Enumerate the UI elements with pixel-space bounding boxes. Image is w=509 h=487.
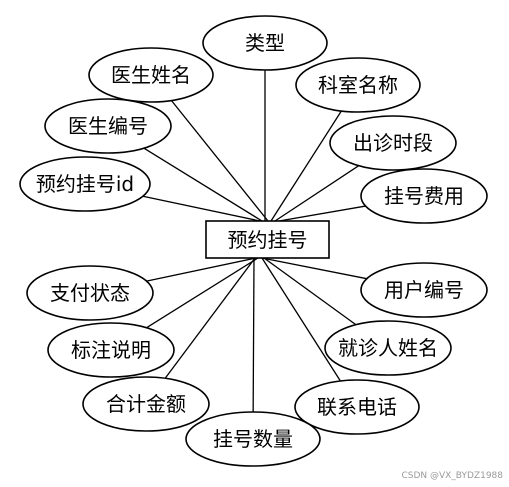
- connector-doctor-id: [143, 147, 263, 222]
- connector-appointment-id: [142, 195, 261, 222]
- attribute-total-amount: 合计金额: [82, 376, 210, 432]
- connector-department-name: [270, 110, 342, 222]
- attribute-label: 合计金额: [106, 392, 186, 416]
- attribute-ellipse: [360, 168, 488, 224]
- attribute-patient-name: 就诊人姓名: [324, 320, 452, 376]
- attribute-label: 出诊时段: [353, 131, 433, 155]
- attribute-clinic-period: 出诊时段: [329, 115, 457, 171]
- attribute-label: 用户编号: [384, 278, 464, 302]
- connector-user-id: [261, 257, 367, 280]
- attribute-label: 预约挂号id: [36, 172, 134, 196]
- connector-registration-fee: [278, 205, 366, 222]
- connector-clinic-period: [274, 165, 360, 222]
- connector-total-amount: [164, 257, 256, 379]
- attribute-registration-count: 挂号数量: [185, 411, 321, 467]
- attribute-ellipse: [44, 98, 172, 154]
- connector-registration-count: [252, 257, 255, 413]
- attribute-ellipse: [47, 322, 175, 378]
- connector-phone: [261, 257, 341, 382]
- attribute-label: 医生编号: [68, 114, 148, 138]
- attribute-ellipse: [202, 15, 328, 71]
- attribute-doctor-name: 医生姓名: [88, 47, 214, 103]
- attribute-appointment-id: 预约挂号id: [19, 156, 151, 212]
- connector-payment-status: [146, 257, 257, 282]
- attribute-user-id: 用户编号: [360, 262, 488, 318]
- attribute-ellipse: [88, 47, 214, 103]
- attribute-label: 科室名称: [318, 73, 398, 97]
- attribute-ellipse: [82, 376, 210, 432]
- attribute-ellipse: [26, 265, 154, 321]
- attribute-label: 支付状态: [50, 281, 130, 305]
- attribute-remark: 标注说明: [47, 322, 175, 378]
- watermark: CSDN @VX_BYDZ1988: [401, 471, 503, 481]
- attribute-registration-fee: 挂号费用: [360, 168, 488, 224]
- connector-doctor-name: [170, 100, 269, 222]
- attribute-label: 标注说明: [71, 338, 151, 362]
- attribute-label: 就诊人姓名: [338, 336, 438, 360]
- attribute-phone: 联系电话: [294, 379, 420, 435]
- attribute-label: 挂号数量: [213, 427, 293, 451]
- connector-patient-name: [263, 257, 357, 326]
- attribute-department-name: 科室名称: [295, 57, 421, 113]
- attribute-label: 医生姓名: [111, 63, 191, 87]
- entity-layer: 预约挂号: [205, 220, 330, 259]
- attribute-ellipse: [324, 320, 452, 376]
- attribute-label: 类型: [245, 31, 285, 55]
- attribute-ellipse: [329, 115, 457, 171]
- attribute-type: 类型: [202, 15, 328, 71]
- entity-box: [205, 220, 330, 259]
- attribute-ellipse: [185, 411, 321, 467]
- connector-layer: [142, 70, 367, 413]
- attribute-label: 挂号费用: [384, 184, 464, 208]
- connector-remark: [146, 257, 259, 329]
- entity-label: 预约挂号: [228, 228, 308, 252]
- attribute-doctor-id: 医生编号: [44, 98, 172, 154]
- attribute-ellipse: [19, 156, 151, 212]
- attribute-payment-status: 支付状态: [26, 265, 154, 321]
- attribute-ellipse: [295, 57, 421, 113]
- attribute-label: 联系电话: [317, 395, 397, 419]
- attribute-ellipse: [294, 379, 420, 435]
- attribute-ellipse: [360, 262, 488, 318]
